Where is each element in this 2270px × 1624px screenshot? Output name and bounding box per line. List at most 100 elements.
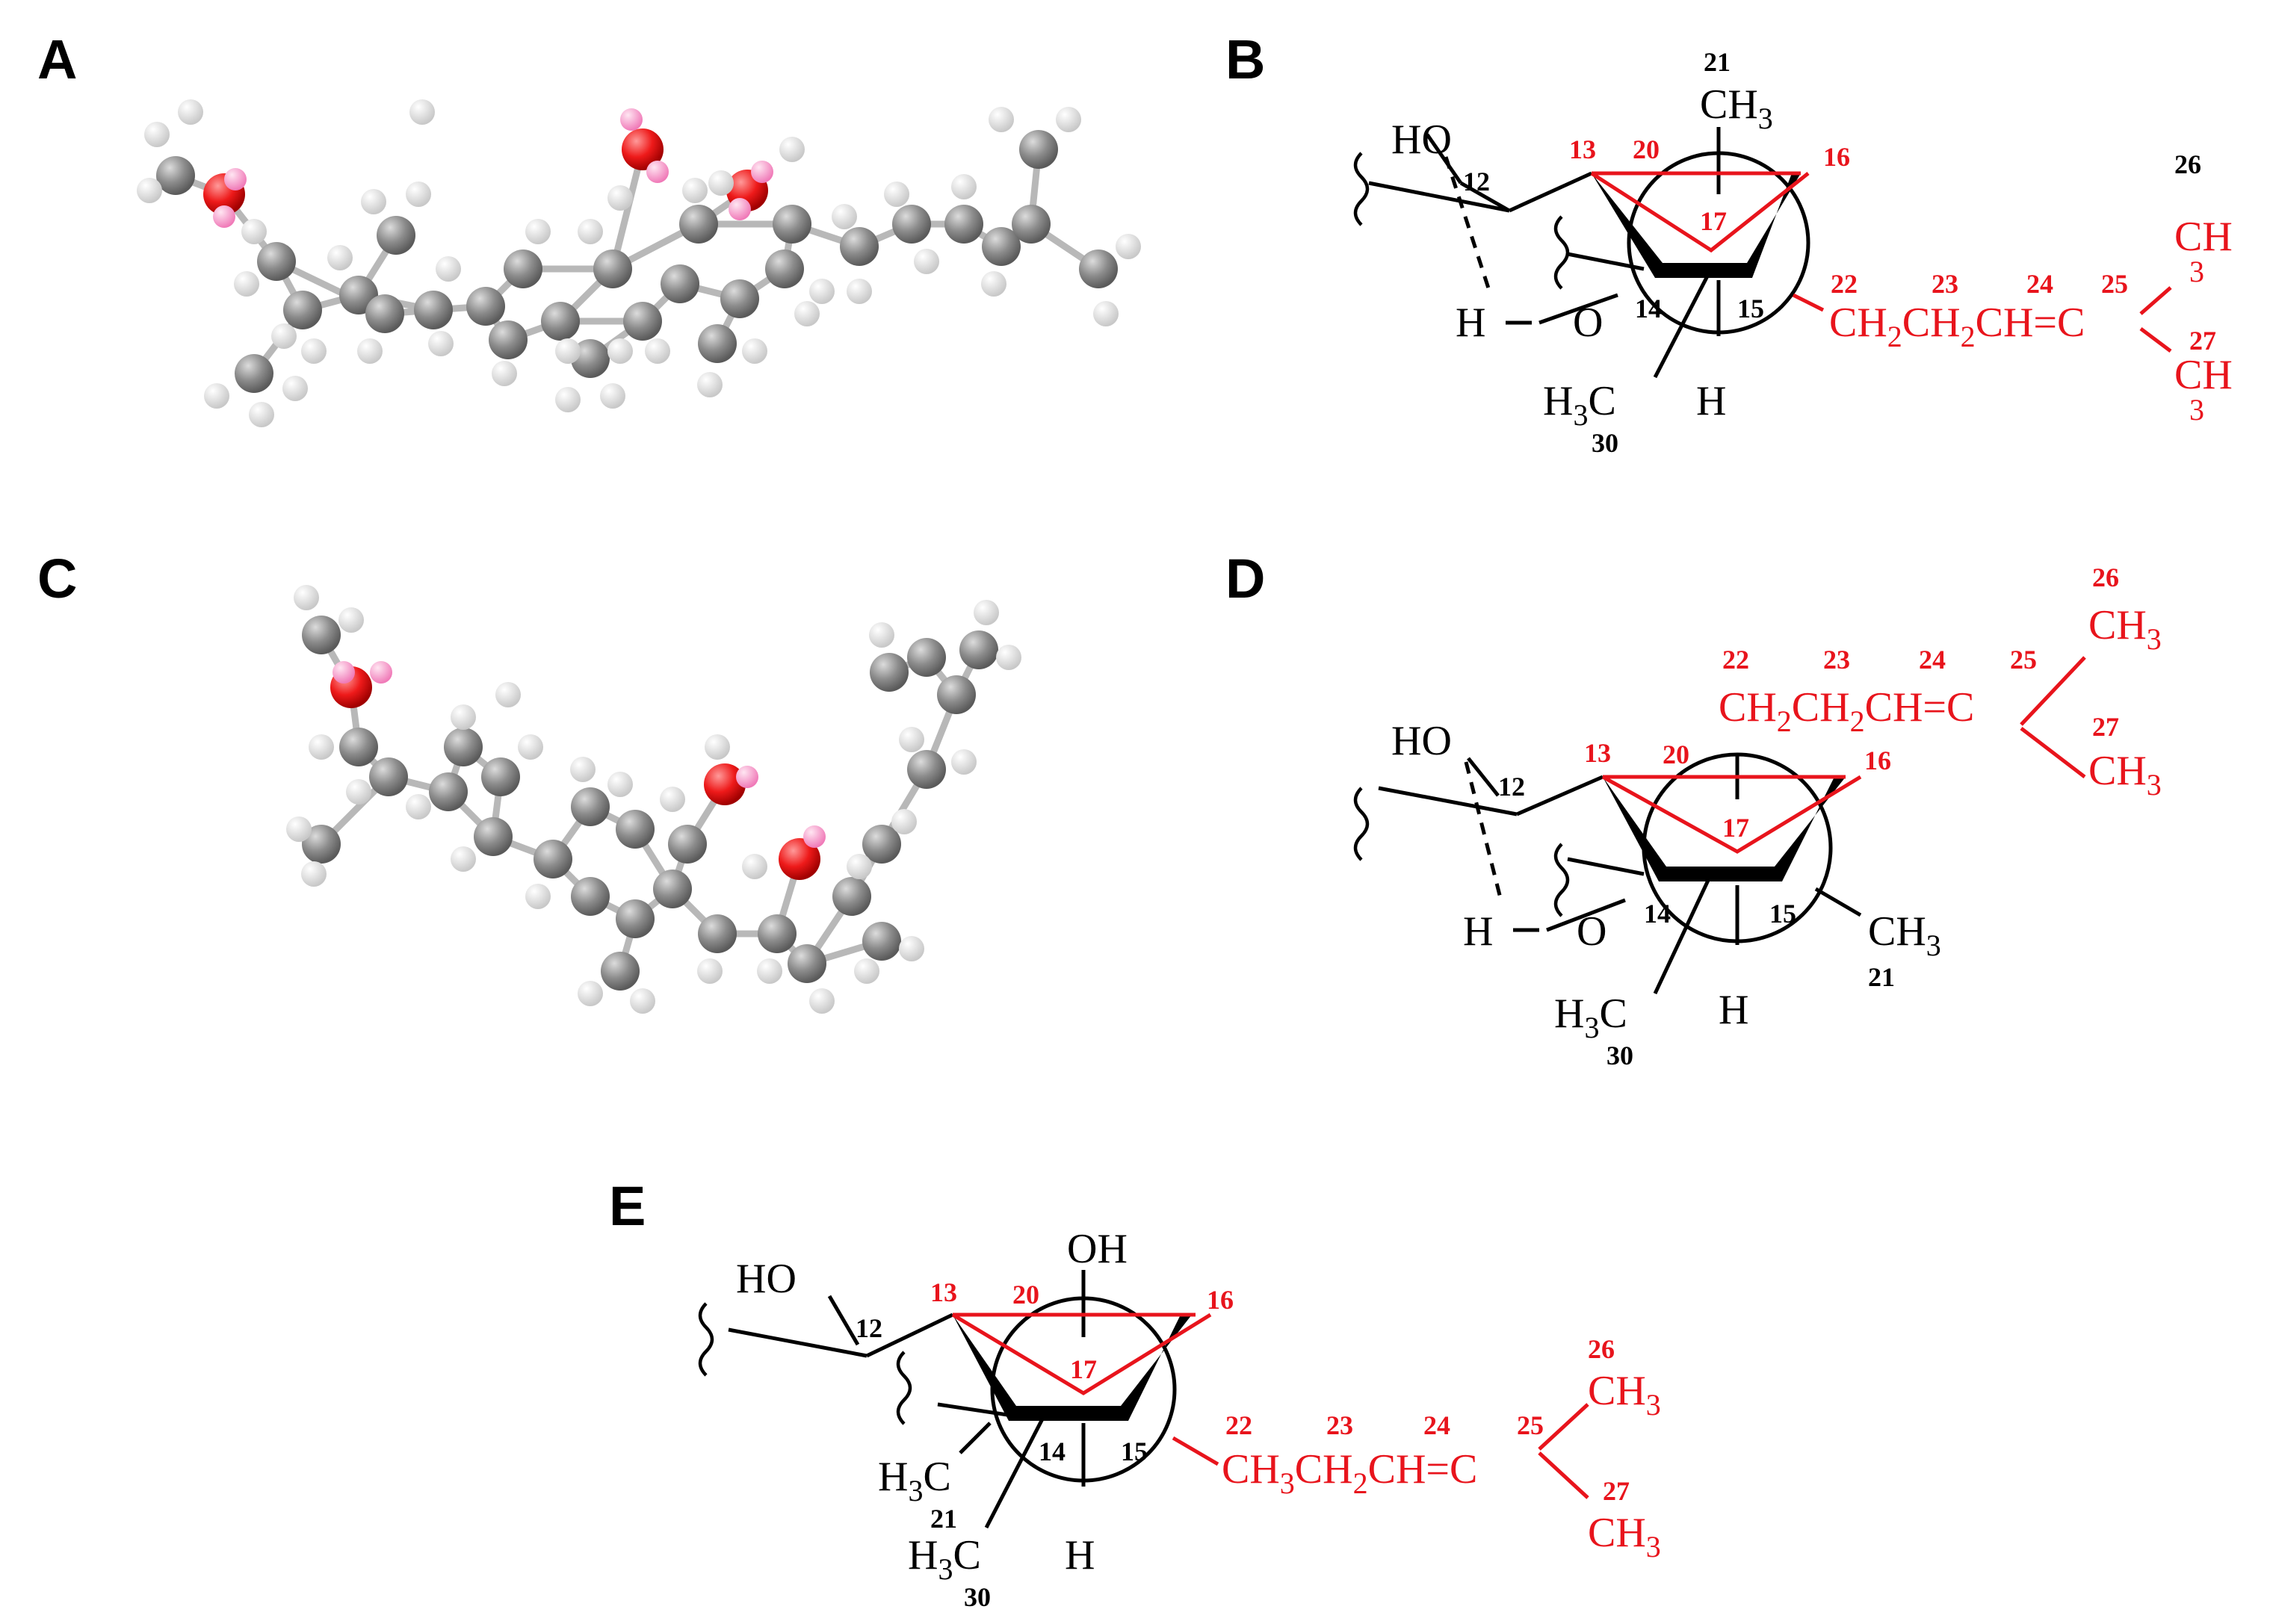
hydrogen-atom [660,787,685,812]
label-22: 22 [1722,645,1749,675]
atom-o: O [1577,908,1606,955]
hydrogen-atom [729,198,751,220]
hydrogen-atom [406,182,431,207]
label-17: 17 [1700,206,1727,236]
panel-label-b: B [1225,28,1265,90]
label-14: 14 [1039,1437,1066,1466]
label-25: 25 [1517,1410,1544,1440]
label-20: 20 [1633,134,1660,164]
hydrogen-atom [682,178,708,203]
carbon-atom [339,728,378,766]
atom-ch3-27: CH3 [1588,1510,1661,1563]
carbon-atom [302,825,341,864]
carbon-atom [365,294,404,333]
hydrogen-atom [282,376,308,401]
hydrogen-atom [178,99,203,125]
carbon-atom [616,810,655,849]
carbon-atom [235,354,273,393]
atom-o: O [1573,300,1603,346]
label-14: 14 [1644,899,1671,929]
hydrogen-atom [286,816,312,842]
hydrogen-atom [144,122,170,147]
side-chain-e: CH3CH2CH=C [1222,1446,1477,1500]
carbon-atom [369,757,408,796]
wavy-bond-ring [1553,843,1570,917]
carbon-atom [571,787,610,826]
hydrogen-atom [309,734,334,760]
hydrogen-atom [974,600,999,625]
wavy-bond-left [1353,787,1370,861]
wavy-bond-ring [1553,215,1570,290]
hydrogen-atom [327,245,353,270]
carbon-atom [862,922,901,961]
label-27: 27 [1603,1476,1630,1506]
hydrogen-atom [600,383,625,409]
hydrogen-atom [301,338,327,364]
hydrogen-atom [301,861,327,887]
carbon-atom [788,944,826,983]
carbon-atom [959,630,998,669]
side-chain-d: CH2CH2CH=C [1719,684,1974,738]
hydrogen-atom [736,766,758,788]
carbon-atom [765,250,804,288]
label-15: 15 [1769,899,1796,929]
carbon-atom [571,877,610,916]
hydrogen-atom [204,383,229,409]
hydrogen-atom [757,958,782,984]
panel-label-e: E [609,1175,646,1237]
hydrogen-atom [809,279,835,304]
label-25: 25 [2010,645,2037,675]
ring-wedge [1603,777,1846,881]
hydrogen-atom [409,99,435,125]
carbon-atom [429,772,468,811]
hydrogen-atom [406,794,431,819]
carbon-atom [257,242,296,281]
label-12: 12 [1463,167,1490,196]
label-16: 16 [1864,746,1891,775]
carbon-atom [907,750,946,789]
hydrogen-atom [570,757,596,782]
carbon-atom [601,952,640,991]
atom-h3c-30: H3C [908,1532,981,1586]
hydrogen-atom [708,170,734,196]
oxygen-atom [704,763,746,805]
hydrogen-atom [333,661,355,684]
carbon-atom [466,287,505,326]
hydrogen-bond-dash [1464,761,1504,905]
atom-ch3-26: CH3 [1588,1368,1661,1422]
hydrogen-atom [891,809,917,834]
atom-ho: HO [1391,117,1452,163]
ring-wedge [953,1315,1192,1421]
carbon-atom [870,653,909,692]
carbon-atom [758,914,797,953]
hydrogen-atom [555,338,581,364]
carbon-atom [1012,205,1051,244]
hydrogen-atom [751,161,773,183]
carbon-atom [623,302,662,341]
carbon-atom [944,205,983,244]
molecule-3d-model-c [286,585,1021,1014]
hydrogen-atom [370,661,392,684]
hydrogen-atom [869,622,894,648]
hydrogen-atom [518,734,543,760]
hydrogen-atom [249,402,274,427]
carbon-atom [156,156,195,195]
hydrogen-atom [294,585,319,610]
label-30: 30 [964,1582,991,1612]
hydrogen-atom [832,204,857,229]
label-16: 16 [1207,1285,1234,1315]
label-20: 20 [1012,1280,1039,1310]
hydrogen-atom [809,988,835,1014]
hydrogen-atom [361,189,386,214]
label-26: 26 [1588,1334,1615,1364]
hydrogen-atom [914,249,939,274]
hydrogen-atom [630,988,655,1014]
molecule-3d-model-a [137,99,1141,427]
atom-h-bottom: H [1719,987,1748,1033]
ring-wedge [1592,173,1801,278]
panel-label-a: A [37,28,77,90]
atom-h3c-30: H3C [1543,378,1616,432]
oxygen-atom [622,128,664,170]
